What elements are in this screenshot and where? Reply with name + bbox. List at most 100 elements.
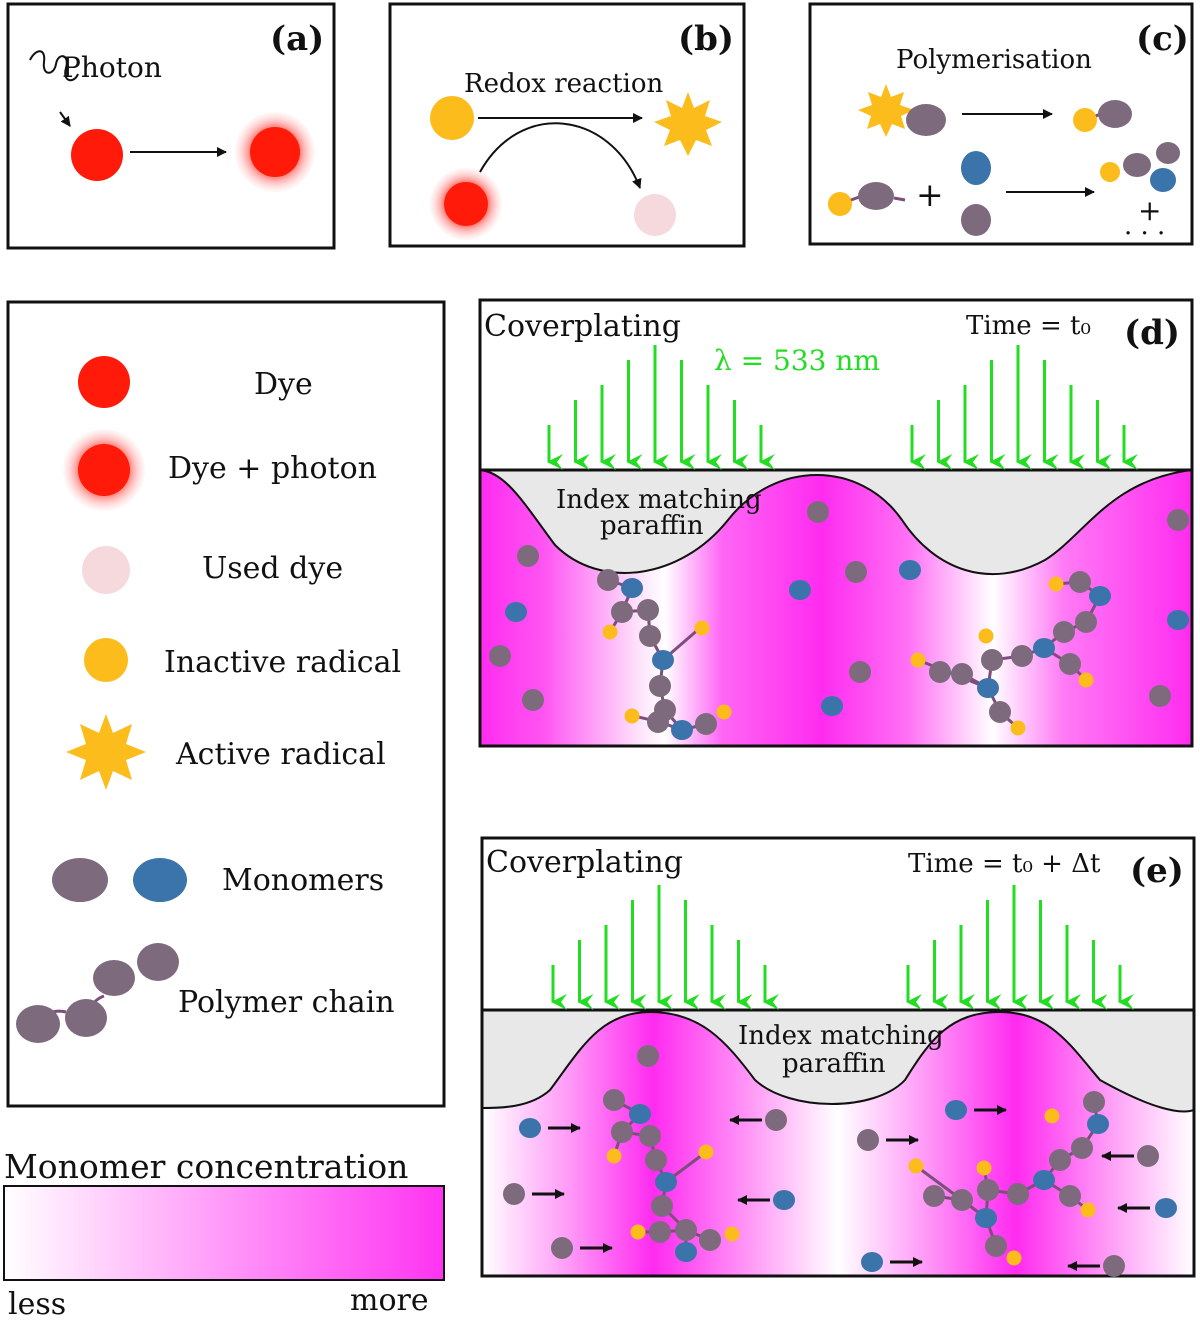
monomer-grey (1083, 1091, 1105, 1113)
monomer-blue (519, 1118, 541, 1138)
radical-end (978, 628, 994, 644)
panel-a: (a) Photon (6, 2, 336, 250)
monomer-grey (611, 601, 633, 623)
radical-end (698, 1144, 714, 1160)
monomer-blue (671, 720, 693, 740)
monomer-grey (951, 1189, 973, 1211)
monomer-grey (639, 625, 661, 647)
active-radical-icon-c (858, 84, 914, 137)
legend-dye-photon-icon (78, 444, 130, 496)
monomer-grey (1059, 1185, 1081, 1207)
radical-end (976, 1160, 992, 1176)
monomer-grey-icon (906, 104, 946, 136)
monomer-grey-icon (1156, 142, 1180, 164)
monomer-blue-icon (1150, 168, 1176, 192)
monomer-grey (989, 701, 1011, 723)
monomer-grey (699, 1229, 721, 1251)
radical-end (624, 708, 640, 724)
excited-dye-icon-b (444, 182, 488, 226)
monomer-grey (845, 561, 867, 583)
radical-end (1006, 1250, 1022, 1266)
panel-c-label: (c) (1136, 19, 1189, 59)
panel-e-label: (e) (1130, 851, 1184, 891)
monomer-blue (655, 1172, 677, 1192)
monomer-grey (807, 501, 829, 523)
monomer-grey (857, 1129, 879, 1151)
polymerisation-label: Polymerisation (896, 45, 1092, 75)
photon-arrow (59, 111, 71, 127)
monomer-blue (652, 650, 674, 670)
radical-end (694, 620, 710, 636)
monomer-grey (649, 675, 671, 697)
monomer-grey (985, 1235, 1007, 1257)
legend-inactive-radical-icon (84, 638, 128, 682)
radical-end-icon (1100, 162, 1120, 182)
monomer-blue (1033, 638, 1055, 658)
radical-end (1010, 720, 1026, 736)
legend-monomer-blue-icon (133, 858, 187, 902)
panel-d: Coverplating Time = t₀ (d) λ = 533 nm In… (478, 298, 1194, 748)
monomer-grey-icon (858, 182, 894, 210)
panel-e-paraffin-line1: Index matching (738, 1021, 944, 1051)
radical-end (1044, 1108, 1060, 1124)
panel-e-paraffin-line2: paraffin (782, 1049, 886, 1079)
radical-end (908, 1158, 924, 1174)
used-dye-icon (634, 194, 676, 236)
inactive-radical-icon (430, 96, 474, 140)
legend-inactive-radical-label: Inactive radical (164, 645, 401, 680)
monomer-blue (505, 602, 527, 622)
colorbar-gradient (3, 1185, 445, 1281)
monomer-grey-icon (1098, 100, 1132, 128)
panel-a-label: (a) (270, 19, 324, 59)
wavelength-label: λ = 533 nm (714, 344, 880, 377)
active-radical-icon (654, 92, 722, 156)
panel-e: Coverplating Time = t₀ + Δt (e) Index ma… (480, 836, 1196, 1278)
monomer-blue (773, 1190, 795, 1210)
radical-end (724, 1226, 740, 1242)
panel-a-frame (6, 2, 336, 250)
panel-e-frame (480, 836, 1196, 1278)
dye-icon (71, 129, 123, 181)
monomer-blue (1087, 1114, 1109, 1134)
legend-dye-label: Dye (254, 367, 313, 402)
monomer-grey (517, 545, 539, 567)
monomer-grey (951, 663, 973, 685)
legend-dye-photon-label: Dye + photon (168, 451, 377, 486)
monomer-blue-icon (961, 151, 991, 185)
panel-d-coverplating: Coverplating (484, 309, 681, 344)
panel-d-paraffin-line2: paraffin (600, 511, 704, 541)
monomer-blue (621, 578, 643, 598)
panel-d-label: (d) (1124, 313, 1180, 353)
monomer-grey-icon (961, 204, 991, 236)
bond (893, 196, 906, 202)
monomer-grey (1069, 571, 1091, 593)
monomer-grey (645, 1149, 667, 1171)
monomer-grey (929, 661, 951, 683)
legend-polymer-chain-icon (16, 943, 179, 1043)
monomer-grey (603, 1089, 625, 1111)
radical-end (1048, 576, 1064, 592)
panel-e-paraffin (482, 1010, 1194, 1113)
plus-sign-c: + (1138, 194, 1161, 227)
monomer-grey (647, 711, 669, 733)
monomer-grey (597, 569, 619, 591)
monomer-blue (977, 678, 999, 698)
radical-end (630, 1224, 646, 1240)
electron-transfer-arrow (479, 122, 642, 189)
monomer-blue (1155, 1198, 1177, 1218)
monomer-grey (923, 1185, 945, 1207)
colorbar-more-label: more (350, 1283, 429, 1318)
panel-b-frame (388, 2, 746, 248)
monomer-grey (675, 1219, 697, 1241)
monomer-blue (945, 1100, 967, 1120)
monomer-grey (639, 1125, 661, 1147)
monomer-blue (789, 580, 811, 600)
monomer-grey (489, 645, 511, 667)
panel-d-paraffin (480, 470, 1192, 575)
monomer-blue (861, 1252, 883, 1272)
monomer-blue (821, 696, 843, 716)
legend-used-dye-icon (82, 546, 130, 594)
monomer-grey (1007, 1183, 1029, 1205)
legend-monomers-label: Monomers (222, 863, 384, 898)
